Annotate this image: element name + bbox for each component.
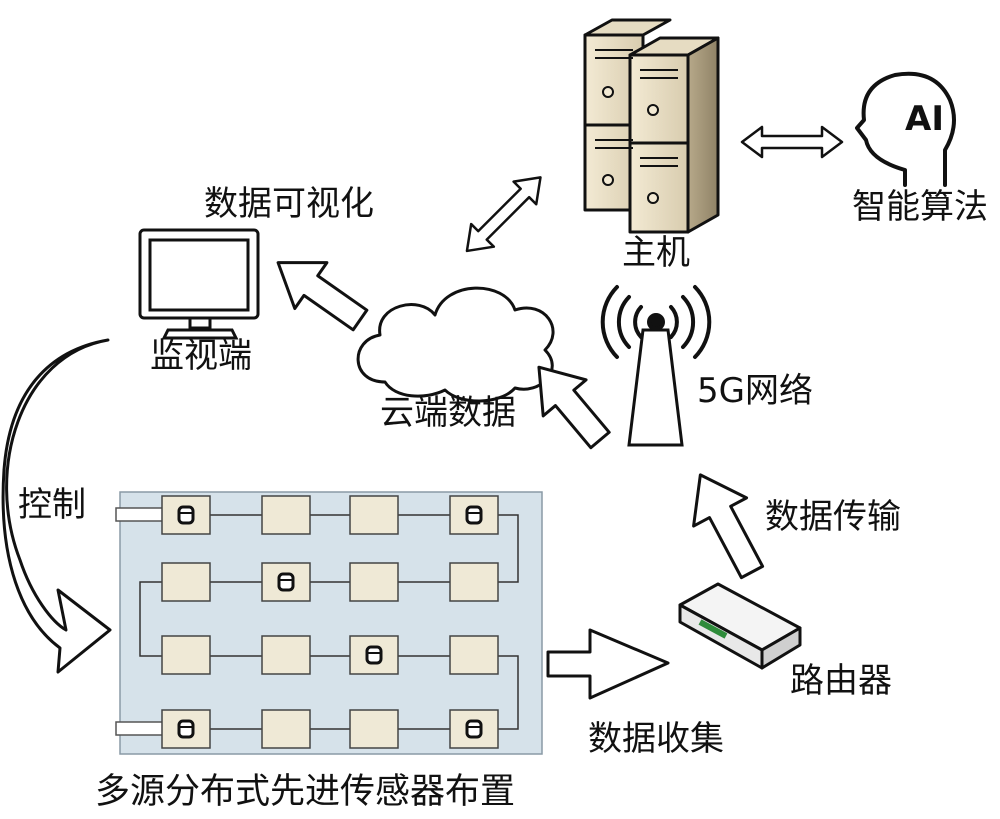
- sensor-icon: [365, 645, 383, 665]
- monitor-terminal-label: 监视端: [150, 336, 252, 376]
- host-server-icon: [583, 18, 720, 234]
- monitor-icon: [138, 228, 260, 340]
- host-label: 主机: [622, 233, 690, 273]
- sensor-cell: [349, 709, 399, 749]
- 5g-tower-icon: [600, 285, 712, 447]
- cloud-icon: [356, 286, 555, 403]
- control-curved-arrow: [1, 338, 112, 674]
- host-ai-double-arrow: [740, 125, 844, 159]
- tower-cloud-arrow: [537, 365, 611, 450]
- sensor-grid: [161, 495, 499, 749]
- sensor-panel: [115, 491, 543, 755]
- sensor-icon: [277, 572, 295, 592]
- sensor-cell: [349, 562, 399, 602]
- intelligent-algorithm-label: 智能算法: [852, 187, 988, 227]
- router-icon: [678, 582, 802, 670]
- sensor-icon: [465, 505, 483, 525]
- sensor-cell: [161, 562, 211, 602]
- sensor-icon: [177, 719, 195, 739]
- sensor-cell: [449, 635, 499, 675]
- data-collection-label: 数据收集: [588, 719, 724, 759]
- cloud-data-label: 云端数据: [380, 393, 516, 433]
- data-transmission-label: 数据传输: [765, 497, 901, 537]
- sensor-cell: [261, 635, 311, 675]
- sensor-cell: [449, 562, 499, 602]
- ai-badge-text: AI: [905, 99, 944, 139]
- sensor-cell: [161, 635, 211, 675]
- data-visualization-label: 数据可视化: [204, 184, 374, 224]
- cloud-host-double-arrow: [465, 176, 542, 253]
- control-label: 控制: [18, 485, 86, 525]
- sensor-icon: [465, 719, 483, 739]
- sensor-icon: [177, 505, 195, 525]
- collection-arrow: [546, 628, 670, 700]
- sensor-cell: [261, 495, 311, 535]
- router-label: 路由器: [790, 661, 892, 701]
- sensor-cell: [261, 709, 311, 749]
- sensor-layout-label: 多源分布式先进传感器布置: [95, 772, 516, 812]
- ai-head-icon: [855, 71, 956, 187]
- transmission-arrow: [692, 473, 765, 580]
- 5g-network-label: 5G网络: [697, 371, 813, 411]
- visualization-arrow: [276, 261, 369, 332]
- sensor-cell: [349, 495, 399, 535]
